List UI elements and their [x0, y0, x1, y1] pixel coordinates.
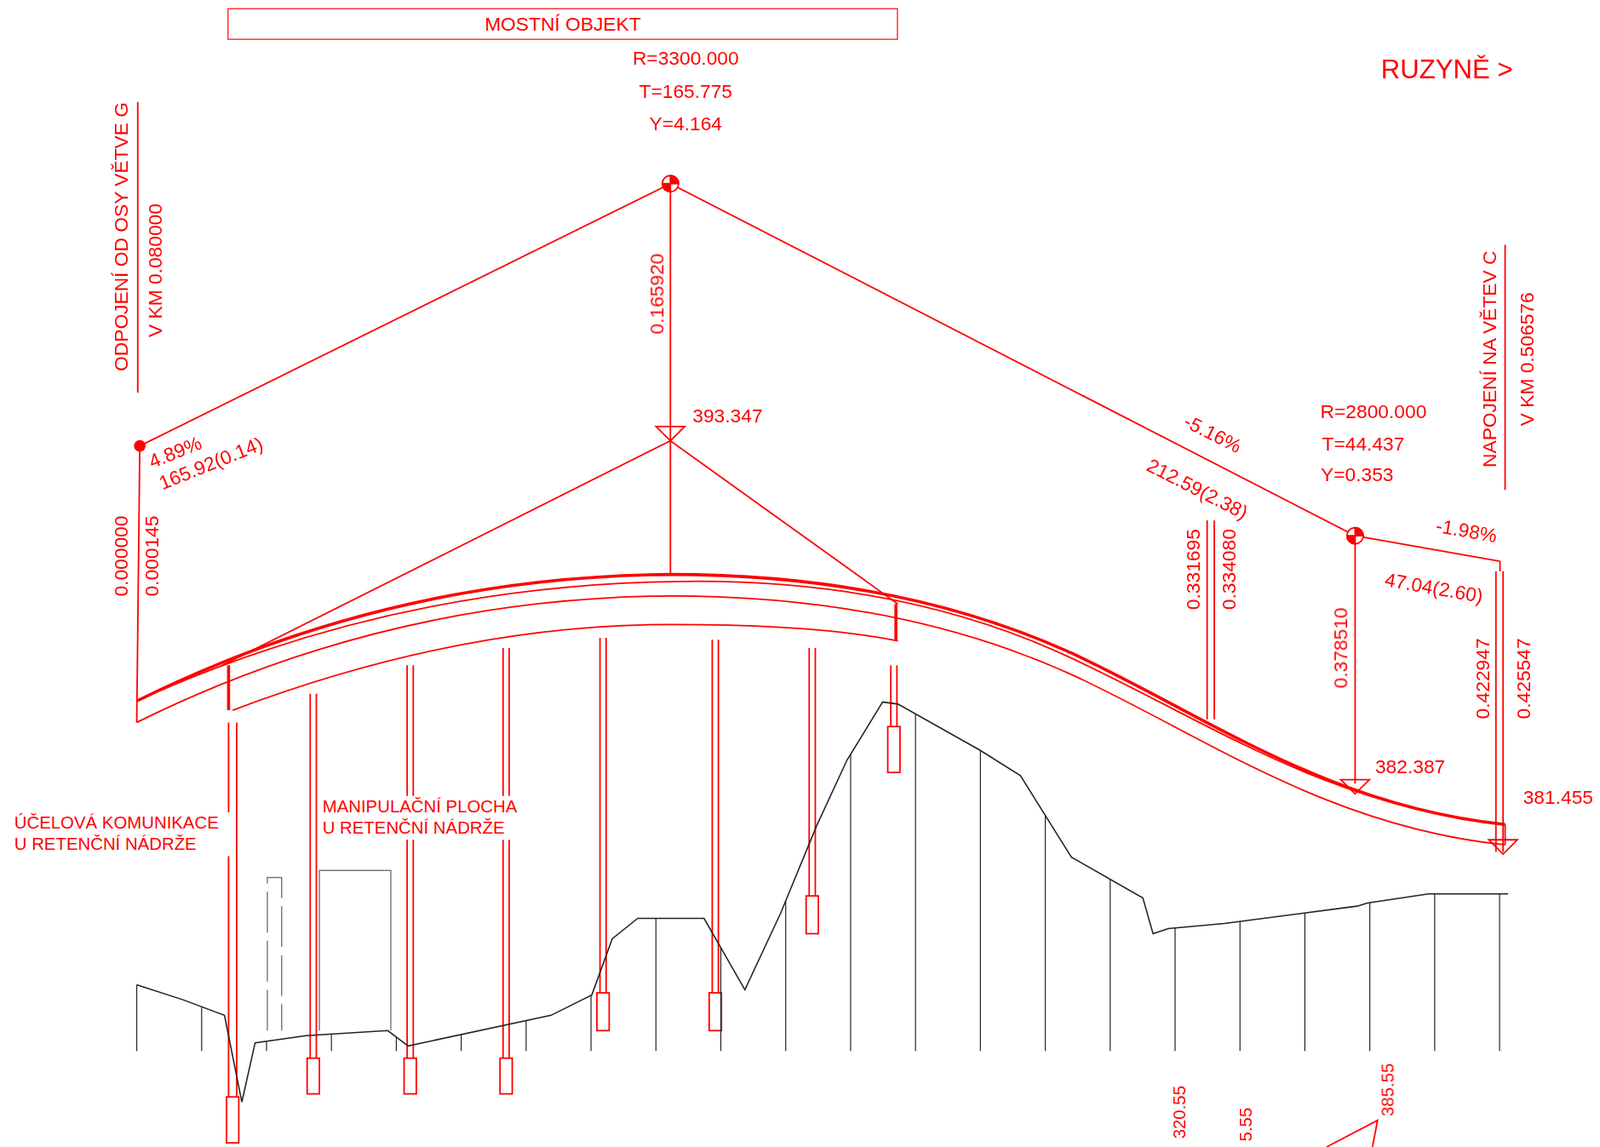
- title-box: MOSTNÍ OBJEKT: [227, 8, 898, 41]
- rotated-value: V KM 0.506576: [1516, 292, 1538, 426]
- rotated-value: 0.000000: [111, 516, 133, 597]
- rotated-value: 0.000145: [142, 516, 164, 597]
- rotated-value: 0.165920: [647, 253, 669, 335]
- profile-value: 382.387: [1375, 756, 1446, 779]
- rotated-value: 385.55: [1379, 1063, 1399, 1117]
- area-note: ÚČELOVÁ KOMUNIKACE U RETENČNÍ NÁDRŽE: [14, 812, 231, 856]
- rotated-value: 0.425547: [1513, 637, 1536, 719]
- area-note: MANIPULAČNÍ PLOCHA U RETENČNÍ NÁDRŽE: [322, 796, 533, 840]
- rotated-value: 0.378510: [1330, 607, 1353, 689]
- rotated-value: -1.98%: [1433, 516, 1498, 548]
- profile-value: 393.347: [692, 405, 763, 427]
- profile-value: Y=0.353: [1320, 464, 1394, 487]
- rotated-value: NAPOJENÍ NA VĚTEV C: [1479, 251, 1502, 468]
- rotated-value: 5.55: [1237, 1107, 1256, 1142]
- profile-value: T=44.437: [1322, 434, 1406, 456]
- rotated-value: 47.04(2.60): [1382, 569, 1485, 608]
- profile-value: Y=4.164: [649, 114, 723, 136]
- rotated-value: 0.331695: [1183, 528, 1205, 610]
- rotated-value: 0.334080: [1218, 528, 1240, 610]
- rotated-value: 320.55: [1170, 1085, 1190, 1139]
- rotated-value: 0.422947: [1473, 637, 1495, 719]
- profile-value: R=3300.000: [632, 48, 740, 70]
- profile-value: RUZYNĚ >: [1381, 54, 1514, 84]
- profile-value: 381.455: [1523, 787, 1594, 809]
- box-title: MOSTNÍ OBJEKT: [484, 12, 641, 35]
- rotated-value: ODPOJENÍ OD OSY VĚTVE G: [111, 102, 133, 372]
- rotated-value: V KM 0.080000: [145, 203, 167, 338]
- rotated-value: 212.59(2.38): [1142, 455, 1251, 525]
- profile-value: T=165.775: [639, 80, 734, 103]
- profile-value: R=2800.000: [1320, 401, 1428, 424]
